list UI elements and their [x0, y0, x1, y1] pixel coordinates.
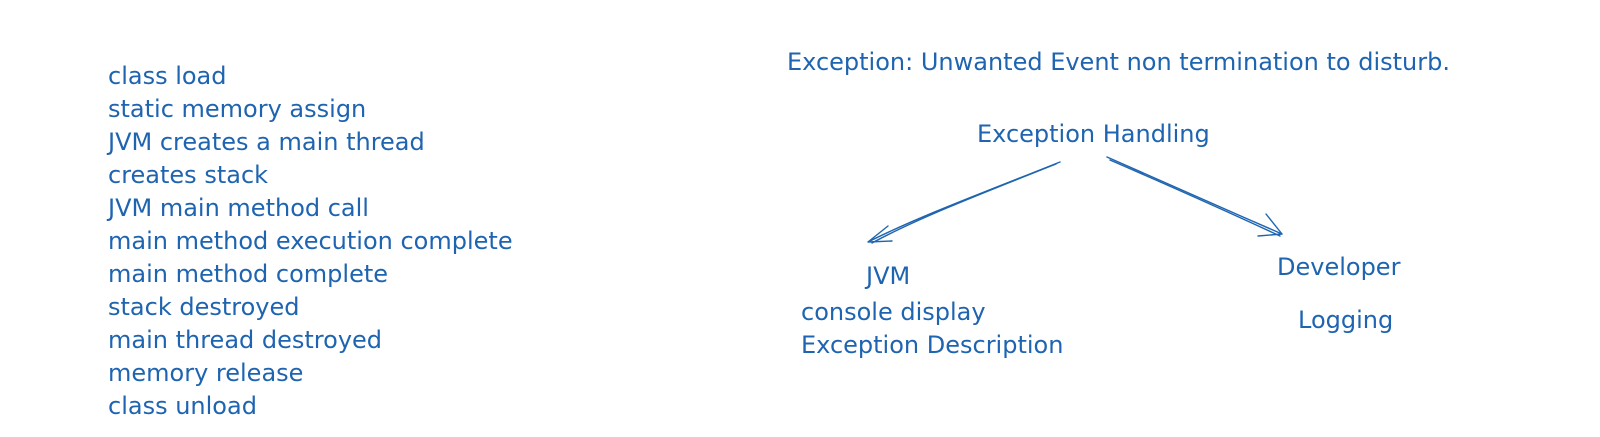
jvm-node-line: console display	[801, 298, 986, 326]
lifecycle-step: JVM creates a main thread	[108, 128, 425, 156]
lifecycle-step: memory release	[108, 359, 304, 387]
lifecycle-step: main method complete	[108, 260, 389, 288]
left-arrowhead	[867, 225, 893, 243]
right-branch-arrow-shadow	[1109, 159, 1281, 237]
lifecycle-step: main thread destroyed	[108, 326, 383, 354]
lifecycle-step: creates stack	[108, 161, 269, 189]
developer-node-line: Logging	[1298, 306, 1394, 334]
left-branch-arrow-shadow	[871, 163, 1057, 244]
lifecycle-step: class unload	[108, 392, 257, 420]
right-arrowhead	[1257, 213, 1283, 237]
lifecycle-step: static memory assign	[108, 95, 367, 123]
lifecycle-step: main method execution complete	[108, 227, 513, 255]
developer-node-title: Developer	[1277, 253, 1401, 281]
exception-handling-node: Exception Handling	[977, 120, 1210, 148]
left-branch-arrow	[869, 161, 1061, 242]
jvm-node-title: JVM	[866, 262, 911, 290]
lifecycle-step: stack destroyed	[108, 293, 300, 321]
right-branch-arrow	[1106, 156, 1283, 235]
jvm-node-line: Exception Description	[801, 331, 1064, 359]
lifecycle-step: class load	[108, 62, 227, 90]
lifecycle-step: JVM main method call	[108, 194, 369, 222]
exception-definition-text: Exception: Unwanted Event non terminatio…	[787, 48, 1450, 76]
lifecycle-steps-list: class load static memory assign JVM crea…	[108, 60, 513, 423]
